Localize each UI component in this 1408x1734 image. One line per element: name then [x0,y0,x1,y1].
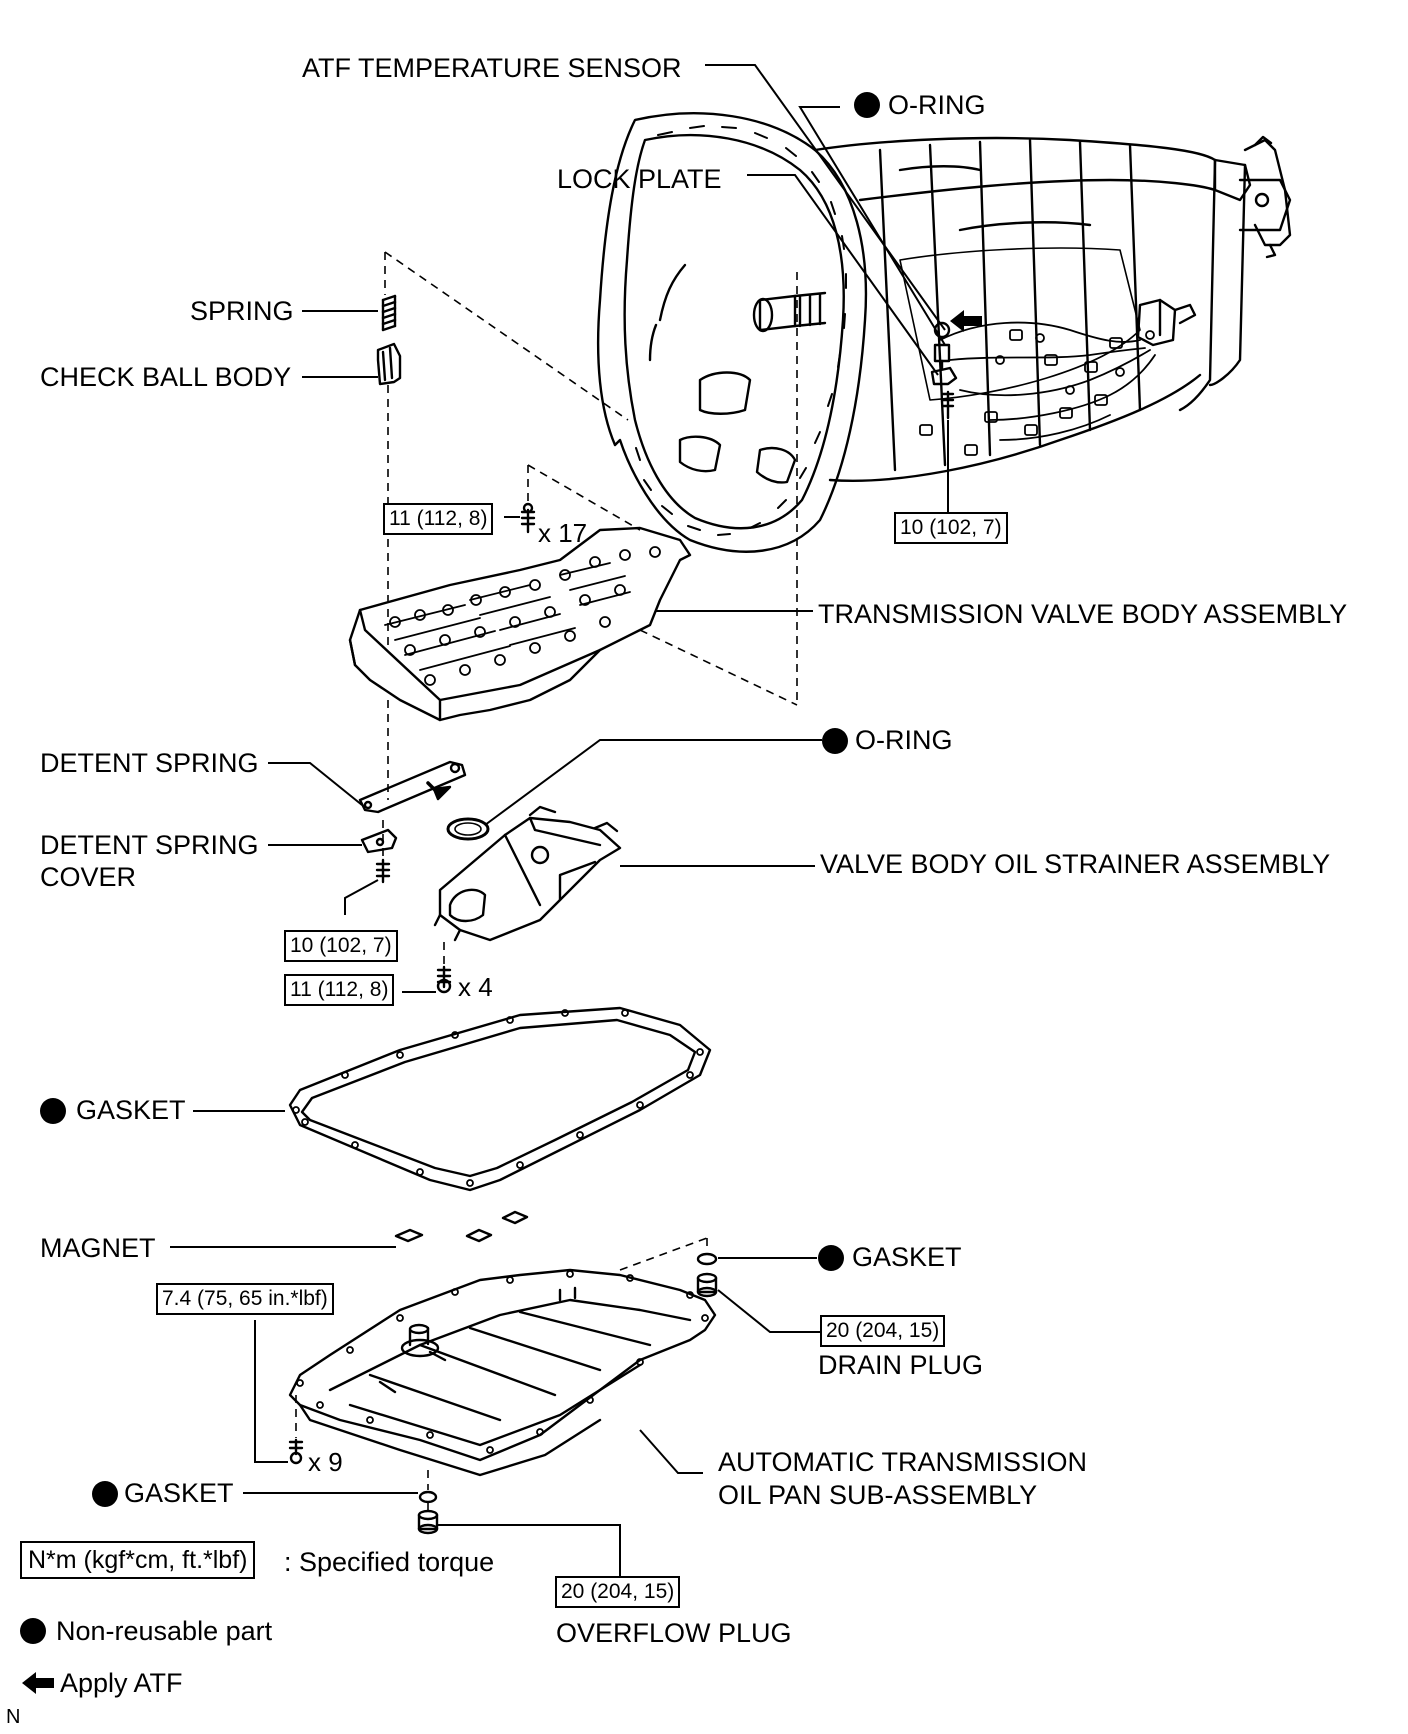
legend-non-reusable: Non-reusable part [56,1616,273,1646]
label-o-ring-mid: O-RING [855,725,953,755]
qty-strainer-bolts: x 4 [458,972,493,1002]
apply-atf-arrow-icon [950,310,982,332]
label-oil-pan-2: OIL PAN SUB-ASSEMBLY [718,1480,1038,1510]
magnet-part [394,1210,529,1243]
non-reusable-mark [40,1098,66,1124]
label-gasket-drain: GASKET [852,1242,962,1272]
torque-pan-bolts: 7.4 (75, 65 in.*lbf) [156,1283,334,1315]
pan-gasket-part [288,1006,712,1192]
oil-pan-part [288,1268,717,1477]
qty-valve-body-bolts: x 17 [538,518,588,548]
check-ball-body-part [376,342,402,386]
non-reusable-mark [854,92,880,118]
torque-drain-plug: 20 (204, 15) [820,1315,946,1347]
corner-mark: N [6,1706,21,1728]
non-reusable-mark [92,1481,118,1507]
label-lock-plate: LOCK PLATE [557,164,722,194]
non-reusable-mark [818,1245,844,1271]
detent-spring-part [358,760,467,814]
transmission-case [596,112,1292,553]
label-o-ring-top: O-RING [888,90,986,120]
label-check-ball-body: CHECK BALL BODY [40,362,292,392]
label-drain-plug: DRAIN PLUG [818,1350,984,1380]
valve-body-part [348,502,692,722]
legend-dot-icon [20,1618,46,1644]
label-magnet: MAGNET [40,1233,156,1263]
legend-torque-desc: : Specified torque [284,1547,495,1577]
label-gasket-overflow: GASKET [124,1478,234,1508]
spring-part [381,294,397,332]
apply-atf-arrow-icon [22,1672,54,1694]
torque-valve-body-bolts: 11 (112, 8) [383,503,494,535]
label-spring: SPRING [190,296,294,326]
label-gasket-pan: GASKET [76,1095,186,1125]
torque-detent-bolt: 10 (102, 7) [284,930,398,962]
qty-pan-bolts: x 9 [308,1447,343,1477]
label-overflow-plug: OVERFLOW PLUG [556,1618,792,1648]
torque-sensor-bolt: 10 (102, 7) [894,512,1008,544]
label-detent-spring-cover-1: DETENT SPRING [40,830,259,860]
overflow-plug-part [417,1509,439,1535]
legend-torque-unit: N*m (kgf*cm, ft.*lbf) [20,1541,256,1579]
torque-overflow-plug: 20 (204, 15) [555,1576,681,1608]
label-valve-body: TRANSMISSION VALVE BODY ASSEMBLY [818,599,1348,629]
label-atf-temperature-sensor: ATF TEMPERATURE SENSOR [302,53,682,83]
legend-apply-atf: Apply ATF [60,1668,183,1698]
overflow-gasket-part [418,1490,438,1504]
non-reusable-mark [822,728,848,754]
label-detent-spring: DETENT SPRING [40,748,259,778]
label-oil-pan-1: AUTOMATIC TRANSMISSION [718,1447,1088,1477]
strainer-part [433,805,622,942]
label-detent-spring-cover-2: COVER [40,862,137,892]
detent-spring-cover-part [360,828,398,884]
o-ring-part [446,817,490,841]
label-strainer: VALVE BODY OIL STRAINER ASSEMBLY [820,849,1331,879]
torque-strainer-bolts: 11 (112, 8) [284,974,395,1006]
drain-gasket-part [696,1252,718,1266]
drain-plug-part [696,1272,718,1298]
